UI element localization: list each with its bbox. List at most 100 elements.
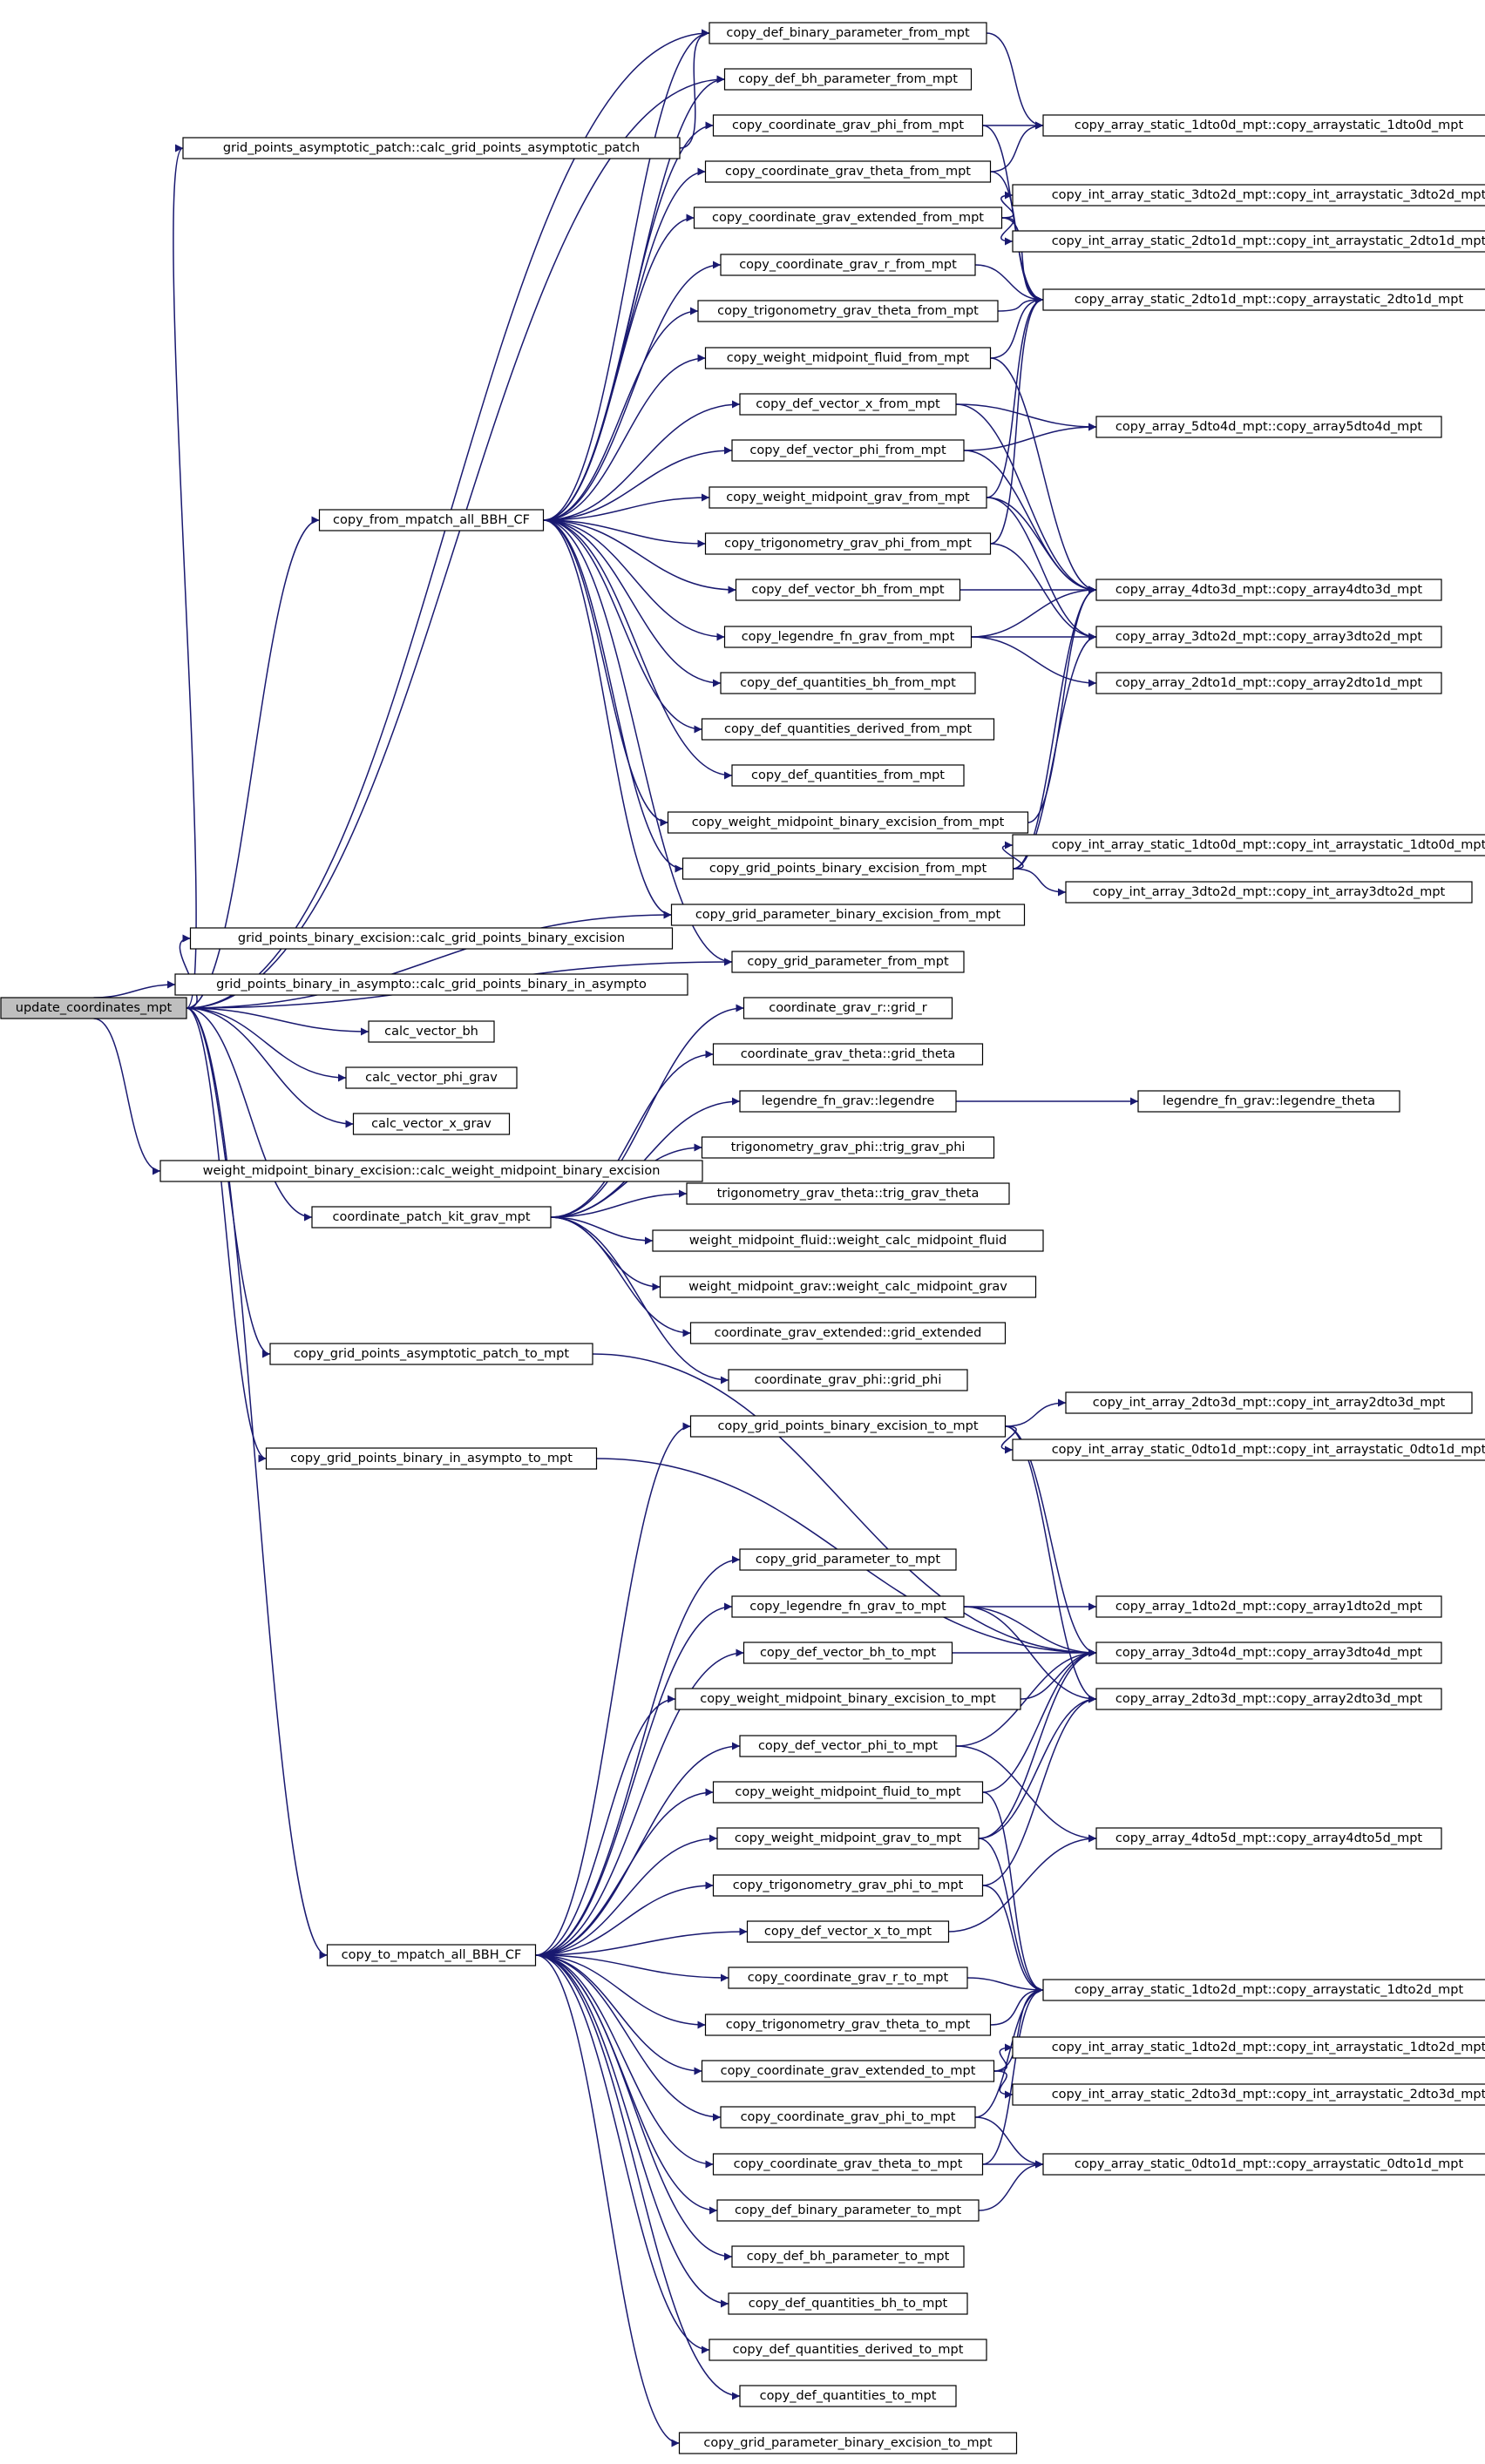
node-copy-legendre-fn-grav-to-mpt[interactable]: copy_legendre_fn_grav_to_mpt: [731, 1595, 965, 1618]
node-calc-vector-bh[interactable]: calc_vector_bh: [368, 1020, 495, 1043]
node-copy-weight-midpoint-grav-to-mpt[interactable]: copy_weight_midpoint_grav_to_mpt: [716, 1827, 980, 1850]
node-copy-def-binary-parameter-from-mpt[interactable]: copy_def_binary_parameter_from_mpt: [709, 22, 987, 44]
node-copy-grid-points-binary-excision-from-mpt[interactable]: copy_grid_points_binary_excision_from_mp…: [681, 857, 1014, 880]
node-copy-weight-midpoint-binary-excision-to-mpt[interactable]: copy_weight_midpoint_binary_excision_to_…: [675, 1688, 1021, 1710]
node-copy-coordinate-grav-r-to-mpt[interactable]: copy_coordinate_grav_r_to_mpt: [728, 1966, 968, 1989]
node-copy-array-3dto2d-mpt[interactable]: copy_array_3dto2d_mpt::copy_array3dto2d_…: [1095, 626, 1442, 648]
node-copy-int-array-2dto3d-mpt[interactable]: copy_int_array_2dto3d_mpt::copy_int_arra…: [1065, 1391, 1473, 1414]
node-label: copy_coordinate_grav_phi_from_mpt: [732, 118, 964, 132]
node-coordinate-patch-kit-grav-mpt[interactable]: coordinate_patch_kit_grav_mpt: [311, 1206, 552, 1229]
node-weight-midpoint-grav-calc[interactable]: weight_midpoint_grav::weight_calc_midpoi…: [659, 1276, 1037, 1298]
node-copy-grid-parameter-binary-excision-from-mpt[interactable]: copy_grid_parameter_binary_excision_from…: [670, 904, 1026, 926]
edge-copy-trigonometry-grav-theta-to-mpt-to-copy-array-static-1dto2d-mpt: [990, 1986, 1044, 2026]
node-coordinate-grav-phi-grid-phi[interactable]: coordinate_grav_phi::grid_phi: [728, 1369, 968, 1391]
node-calc-vector-phi-grav[interactable]: calc_vector_phi_grav: [345, 1066, 518, 1089]
node-grid-points-asymptotic-patch-calc[interactable]: grid_points_asymptotic_patch::calc_grid_…: [182, 137, 681, 159]
node-coordinate-grav-theta-grid-theta[interactable]: coordinate_grav_theta::grid_theta: [712, 1043, 984, 1066]
node-copy-def-vector-bh-from-mpt[interactable]: copy_def_vector_bh_from_mpt: [735, 579, 961, 601]
node-copy-array-4dto3d-mpt[interactable]: copy_array_4dto3d_mpt::copy_array4dto3d_…: [1095, 579, 1442, 601]
node-box: [368, 1020, 495, 1043]
node-copy-weight-midpoint-fluid-to-mpt[interactable]: copy_weight_midpoint_fluid_to_mpt: [712, 1781, 984, 1804]
node-copy-array-static-0dto1d-mpt[interactable]: copy_array_static_0dto1d_mpt::copy_array…: [1042, 2153, 1485, 2176]
node-copy-int-array-static-2dto3d-mpt[interactable]: copy_int_array_static_2dto3d_mpt::copy_i…: [1012, 2083, 1485, 2106]
node-copy-def-binary-parameter-to-mpt[interactable]: copy_def_binary_parameter_to_mpt: [716, 2199, 980, 2222]
node-copy-grid-points-binary-in-asympto-to-mpt[interactable]: copy_grid_points_binary_in_asympto_to_mp…: [265, 1447, 598, 1470]
node-copy-def-quantities-from-mpt[interactable]: copy_def_quantities_from_mpt: [731, 764, 965, 787]
node-copy-def-bh-parameter-to-mpt[interactable]: copy_def_bh_parameter_to_mpt: [731, 2245, 965, 2268]
node-copy-def-quantities-bh-from-mpt[interactable]: copy_def_quantities_bh_from_mpt: [720, 672, 976, 694]
node-copy-array-static-1dto2d-mpt[interactable]: copy_array_static_1dto2d_mpt::copy_array…: [1042, 1979, 1485, 2001]
node-copy-int-array-static-3dto2d-mpt[interactable]: copy_int_array_static_3dto2d_mpt::copy_i…: [1012, 184, 1485, 206]
node-grid-points-binary-excision-calc[interactable]: grid_points_binary_excision::calc_grid_p…: [189, 927, 674, 950]
node-copy-weight-midpoint-grav-from-mpt[interactable]: copy_weight_midpoint_grav_from_mpt: [709, 486, 987, 509]
edge-copy-to-mpatch-all-bbh-cf-to-copy-coordinate-grav-r-to-mpt: [535, 1954, 729, 1982]
node-weight-midpoint-binary-excision-calc[interactable]: weight_midpoint_binary_excision::calc_we…: [159, 1160, 703, 1182]
node-copy-int-array-static-0dto1d-mpt[interactable]: copy_int_array_static_0dto1d_mpt::copy_i…: [1012, 1438, 1485, 1461]
node-copy-def-vector-bh-to-mpt[interactable]: copy_def_vector_bh_to_mpt: [742, 1642, 953, 1664]
node-copy-def-vector-x-to-mpt[interactable]: copy_def_vector_x_to_mpt: [746, 1920, 950, 1943]
node-copy-def-quantities-derived-to-mpt[interactable]: copy_def_quantities_derived_to_mpt: [709, 2339, 987, 2361]
node-coordinate-grav-extended-grid[interactable]: coordinate_grav_extended::grid_extended: [689, 1322, 1007, 1344]
node-box: [1012, 834, 1485, 856]
node-copy-int-array-3dto2d-mpt[interactable]: copy_int_array_3dto2d_mpt::copy_int_arra…: [1065, 881, 1473, 904]
node-weight-midpoint-fluid-calc[interactable]: weight_midpoint_fluid::weight_calc_midpo…: [652, 1229, 1044, 1252]
node-copy-trigonometry-grav-theta-to-mpt[interactable]: copy_trigonometry_grav_theta_to_mpt: [704, 2014, 992, 2036]
node-box: [1012, 184, 1485, 206]
node-copy-array-static-1dto0d-mpt[interactable]: copy_array_static_1dto0d_mpt::copy_array…: [1042, 114, 1485, 137]
node-copy-array-5dto4d-mpt[interactable]: copy_array_5dto4d_mpt::copy_array5dto4d_…: [1095, 416, 1442, 438]
node-box: [1137, 1090, 1400, 1113]
node-copy-to-mpatch-all-bbh-cf[interactable]: copy_to_mpatch_all_BBH_CF: [326, 1944, 537, 1966]
node-copy-coordinate-grav-theta-to-mpt[interactable]: copy_coordinate_grav_theta_to_mpt: [712, 2153, 984, 2176]
node-copy-coordinate-grav-r-from-mpt[interactable]: copy_coordinate_grav_r_from_mpt: [720, 254, 976, 276]
node-label: copy_weight_midpoint_binary_excision_to_…: [700, 1692, 996, 1706]
node-copy-grid-parameter-binary-excision-to-mpt[interactable]: copy_grid_parameter_binary_excision_to_m…: [678, 2432, 1018, 2454]
node-copy-coordinate-grav-phi-from-mpt[interactable]: copy_coordinate_grav_phi_from_mpt: [712, 114, 984, 137]
node-coordinate-grav-r-grid-r[interactable]: coordinate_grav_r::grid_r: [742, 997, 953, 1019]
node-copy-def-bh-parameter-from-mpt[interactable]: copy_def_bh_parameter_from_mpt: [723, 68, 973, 91]
node-copy-grid-parameter-from-mpt[interactable]: copy_grid_parameter_from_mpt: [731, 951, 965, 973]
node-legendre-fn-grav-legendre[interactable]: legendre_fn_grav::legendre: [739, 1090, 957, 1113]
node-copy-def-quantities-bh-to-mpt[interactable]: copy_def_quantities_bh_to_mpt: [728, 2292, 968, 2315]
node-copy-grid-parameter-to-mpt[interactable]: copy_grid_parameter_to_mpt: [739, 1548, 957, 1571]
node-copy-def-vector-x-from-mpt[interactable]: copy_def_vector_x_from_mpt: [739, 393, 957, 416]
node-trigonometry-grav-phi-trig[interactable]: trigonometry_grav_phi::trig_grav_phi: [701, 1136, 995, 1159]
node-copy-trigonometry-grav-phi-to-mpt[interactable]: copy_trigonometry_grav_phi_to_mpt: [712, 1874, 984, 1897]
node-copy-array-2dto1d-mpt[interactable]: copy_array_2dto1d_mpt::copy_array2dto1d_…: [1095, 672, 1442, 694]
node-copy-def-vector-phi-to-mpt[interactable]: copy_def_vector_phi_to_mpt: [739, 1735, 957, 1757]
node-copy-grid-points-binary-excision-to-mpt[interactable]: copy_grid_points_binary_excision_to_mpt: [689, 1415, 1007, 1438]
node-copy-array-static-2dto1d-mpt[interactable]: copy_array_static_2dto1d_mpt::copy_array…: [1042, 288, 1485, 311]
node-copy-coordinate-grav-extended-to-mpt[interactable]: copy_coordinate_grav_extended_to_mpt: [701, 2060, 995, 2082]
node-copy-array-2dto3d-mpt[interactable]: copy_array_2dto3d_mpt::copy_array2dto3d_…: [1095, 1688, 1442, 1710]
node-legendre-fn-grav-legendre-theta[interactable]: legendre_fn_grav::legendre_theta: [1137, 1090, 1400, 1113]
node-copy-trigonometry-grav-theta-from-mpt[interactable]: copy_trigonometry_grav_theta_from_mpt: [697, 300, 999, 322]
node-copy-def-vector-phi-from-mpt[interactable]: copy_def_vector_phi_from_mpt: [731, 439, 965, 462]
node-copy-legendre-fn-grav-from-mpt[interactable]: copy_legendre_fn_grav_from_mpt: [723, 626, 973, 648]
node-copy-def-quantities-to-mpt[interactable]: copy_def_quantities_to_mpt: [739, 2385, 957, 2407]
edge-copy-grid-points-binary-excision-from-mpt-to-copy-array-3dto2d-mpt: [1013, 633, 1097, 870]
node-copy-coordinate-grav-theta-from-mpt[interactable]: copy_coordinate_grav_theta_from_mpt: [704, 160, 992, 183]
node-copy-array-4dto5d-mpt[interactable]: copy_array_4dto5d_mpt::copy_array4dto5d_…: [1095, 1827, 1442, 1850]
edge-copy-from-mpatch-all-bbh-cf-to-copy-coordinate-grav-extended-from-mpt: [543, 213, 695, 521]
node-copy-coordinate-grav-extended-from-mpt[interactable]: copy_coordinate_grav_extended_from_mpt: [693, 206, 1003, 229]
node-copy-grid-points-asymptotic-patch-to-mpt[interactable]: copy_grid_points_asymptotic_patch_to_mpt: [269, 1343, 593, 1365]
node-calc-vector-x-grav[interactable]: calc_vector_x_grav: [352, 1113, 511, 1135]
node-label: copy_def_quantities_to_mpt: [760, 2389, 937, 2403]
node-copy-weight-midpoint-binary-excision-from-mpt[interactable]: copy_weight_midpoint_binary_excision_fro…: [667, 811, 1029, 834]
node-copy-from-mpatch-all-bbh-cf[interactable]: copy_from_mpatch_all_BBH_CF: [318, 509, 545, 531]
node-copy-int-array-static-1dto0d-mpt[interactable]: copy_int_array_static_1dto0d_mpt::copy_i…: [1012, 834, 1485, 856]
node-copy-def-quantities-derived-from-mpt[interactable]: copy_def_quantities_derived_from_mpt: [701, 718, 995, 741]
node-copy-int-array-static-1dto2d-mpt[interactable]: copy_int_array_static_1dto2d_mpt::copy_i…: [1012, 2036, 1485, 2059]
node-grid-points-binary-in-asympto-calc[interactable]: grid_points_binary_in_asympto::calc_grid…: [174, 973, 688, 996]
node-label: copy_grid_parameter_from_mpt: [747, 955, 949, 969]
node-box: [712, 1781, 984, 1804]
node-copy-weight-midpoint-fluid-from-mpt[interactable]: copy_weight_midpoint_fluid_from_mpt: [704, 347, 992, 369]
node-copy-int-array-static-2dto1d-mpt[interactable]: copy_int_array_static_2dto1d_mpt::copy_i…: [1012, 230, 1485, 253]
node-copy-array-1dto2d-mpt[interactable]: copy_array_1dto2d_mpt::copy_array1dto2d_…: [1095, 1595, 1442, 1618]
node-copy-array-3dto4d-mpt[interactable]: copy_array_3dto4d_mpt::copy_array3dto4d_…: [1095, 1642, 1442, 1664]
node-update-coordinates-mpt[interactable]: update_coordinates_mpt: [0, 997, 187, 1019]
node-trigonometry-grav-theta-trig[interactable]: trigonometry_grav_theta::trig_grav_theta: [686, 1182, 1010, 1205]
node-label: copy_array_static_1dto0d_mpt::copy_array…: [1075, 118, 1464, 132]
node-copy-trigonometry-grav-phi-from-mpt[interactable]: copy_trigonometry_grav_phi_from_mpt: [704, 532, 992, 555]
node-copy-coordinate-grav-phi-to-mpt[interactable]: copy_coordinate_grav_phi_to_mpt: [720, 2106, 976, 2129]
node-label: copy_int_array_static_1dto2d_mpt::copy_i…: [1052, 2041, 1485, 2054]
